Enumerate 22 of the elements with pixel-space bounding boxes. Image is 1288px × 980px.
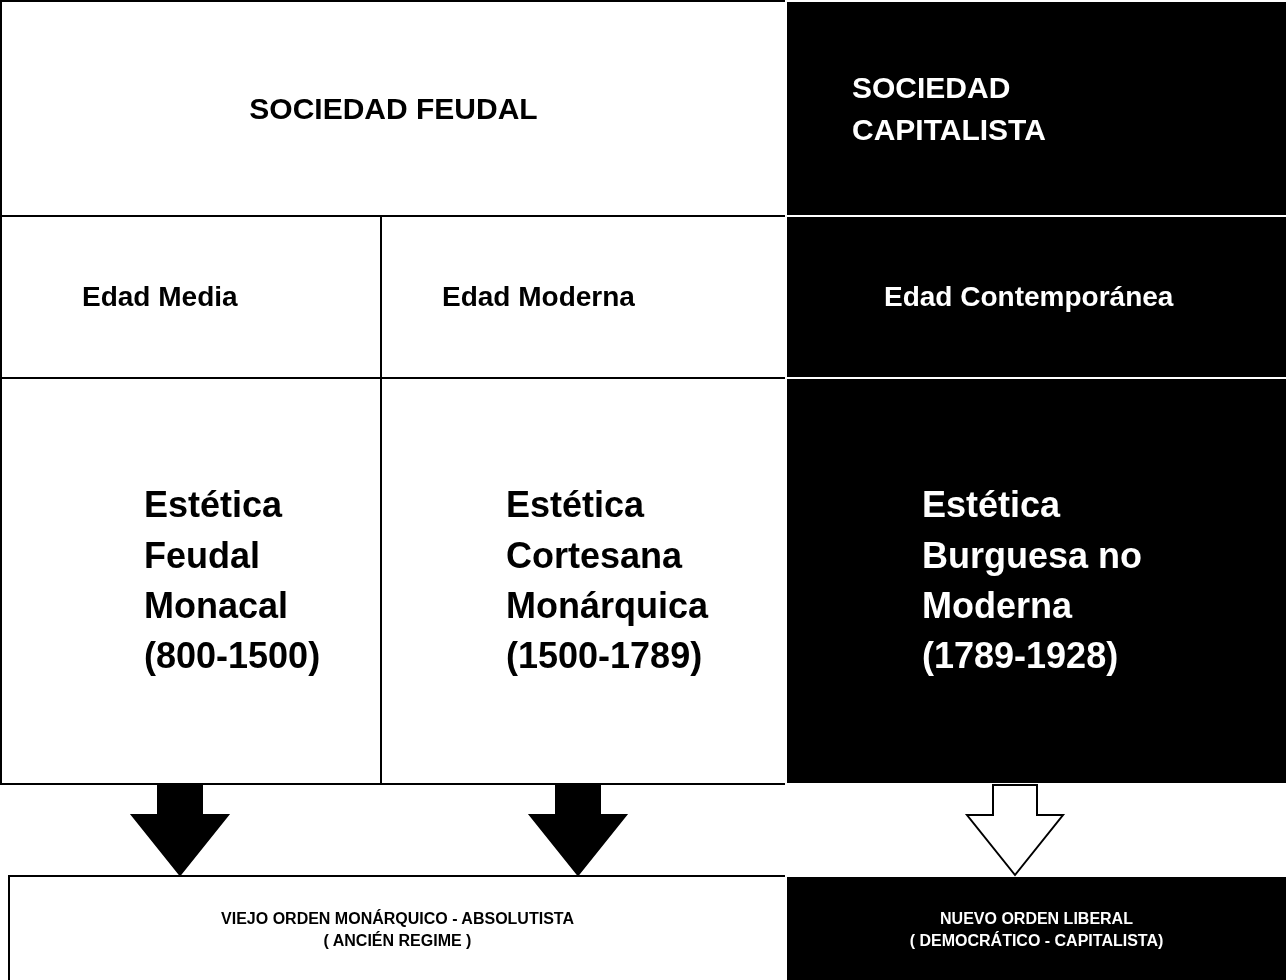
heading-cell (785, 0, 1288, 217)
cell-text: Estética Cortesana Monárquica (1500-1789) (506, 483, 710, 679)
aesthetic-cell (0, 377, 382, 785)
cell-text: SOCIEDAD FEUDAL (249, 90, 538, 127)
heading-cell (0, 0, 787, 217)
cell-text: SOCIEDAD CAPITALISTA (852, 69, 1047, 148)
cell-text: NUEVO ORDEN LIBERAL (940, 908, 1133, 929)
order-box (8, 875, 787, 980)
cell-text: VIEJO ORDEN MONÁRQUICO - ABSOLUTISTA (221, 908, 574, 929)
aesthetic-cell (785, 377, 1288, 785)
arrow (129, 784, 231, 877)
cell-text: Edad Contemporánea (884, 280, 1174, 315)
cell-text: ( ANCIÉN REGIME ) (323, 930, 472, 951)
cell-text: Edad Moderna (442, 280, 635, 315)
cell-text: Edad Media (82, 280, 238, 315)
cell-text: Estética Burguesa no Moderna (1789-1928) (922, 483, 1144, 679)
order-box (785, 875, 1288, 980)
period-cell (785, 215, 1288, 379)
arrow (527, 784, 629, 877)
cell-text: Estética Feudal Monacal (800-1500) (144, 483, 322, 679)
arrow (964, 784, 1066, 877)
cell-text: ( DEMOCRÁTICO - CAPITALISTA) (909, 930, 1164, 951)
